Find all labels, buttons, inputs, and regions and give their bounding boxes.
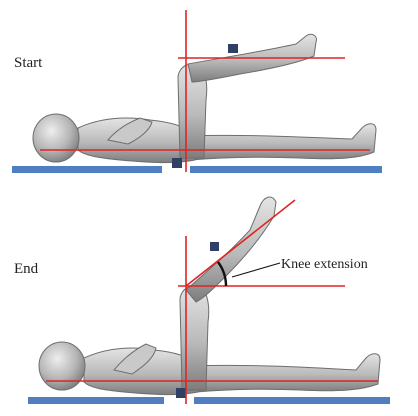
end-head — [39, 342, 85, 390]
end-thigh — [180, 286, 209, 390]
end-resting-leg — [190, 354, 380, 392]
knee-extension-leader — [232, 263, 280, 277]
end-strap-thigh — [176, 388, 186, 398]
end-mat-right — [194, 397, 390, 404]
end-shank-line — [186, 200, 295, 286]
start-strap-shank — [228, 44, 238, 53]
knee-extension-label: Knee extension — [281, 257, 368, 273]
start-panel — [12, 10, 382, 173]
end-label: End — [14, 261, 38, 278]
end-figure — [39, 197, 380, 398]
start-mat-right — [190, 166, 382, 173]
start-head — [33, 114, 79, 162]
end-mat-left — [28, 397, 164, 404]
end-panel — [28, 197, 390, 404]
start-label: Start — [14, 55, 42, 72]
start-strap-thigh — [172, 158, 182, 168]
start-figure — [33, 34, 376, 168]
end-strap-shank — [210, 242, 219, 251]
start-mat-left — [12, 166, 162, 173]
start-resting-leg — [185, 124, 376, 160]
